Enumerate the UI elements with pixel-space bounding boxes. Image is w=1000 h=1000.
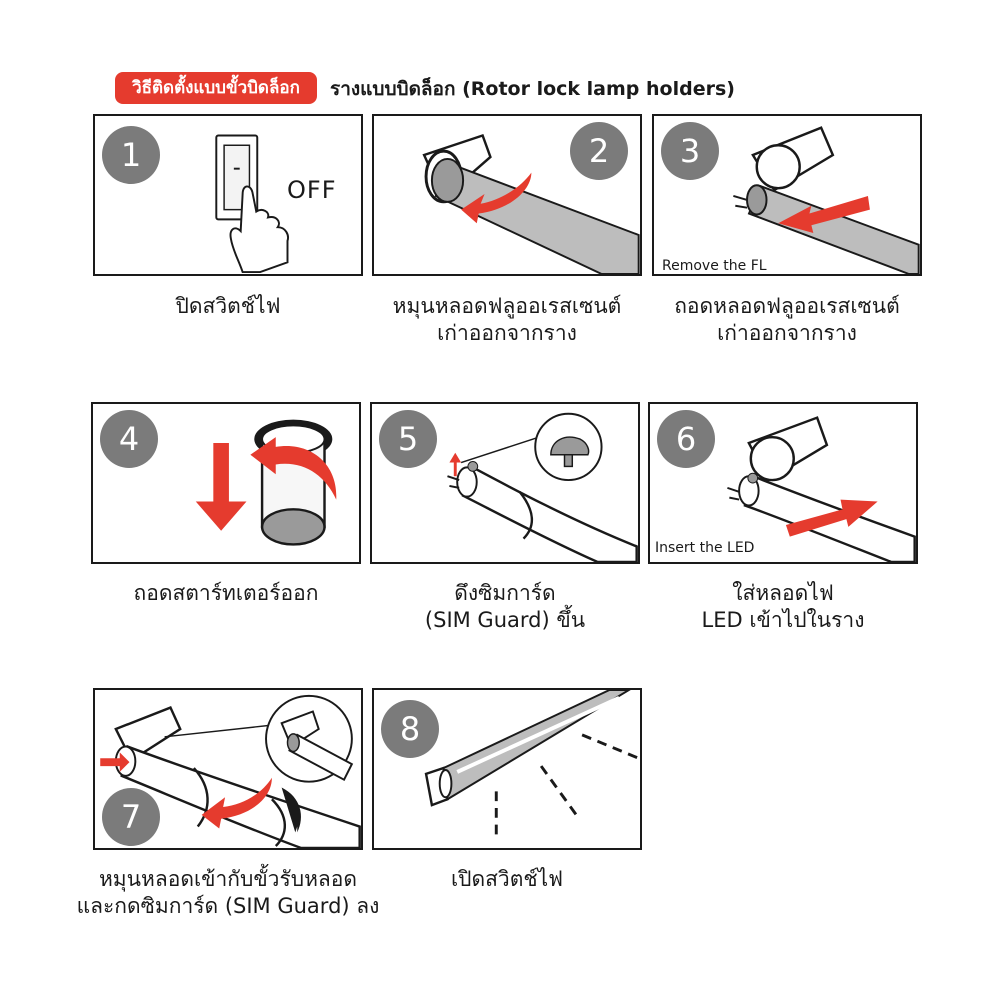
switch-off-illustration [215,134,289,274]
page-title: รางแบบบิดล็อก (Rotor lock lamp holders) [330,78,735,100]
step-number-badge: 1 [102,126,160,184]
step-2-panel: 2 [372,114,642,276]
step-1-caption: ปิดสวิตช์ไฟ [93,293,363,320]
step-8-caption: เปิดสวิตช์ไฟ [372,866,642,893]
caption-line: ใส่หลอดไฟ [732,581,834,605]
step-number-badge: 8 [381,700,439,758]
step-4-panel: 4 [91,402,361,564]
step-number-badge: 3 [661,122,719,180]
insert-led-illustration [727,416,916,562]
step-4-caption: ถอดสตาร์ทเตอร์ออก [86,580,366,607]
step-6-caption: ใส่หลอดไฟ LED เข้าไปในราง [648,580,918,634]
section-badge: วิธีติดตั้งแบบขั้วบิดล็อก [115,72,317,104]
step-2-caption: หมุนหลอดฟลูออเรสเซนต์ เก่าออกจากราง [362,293,652,347]
step-number-badge: 4 [100,410,158,468]
off-label: OFF [287,176,337,204]
step-6-panel: 6 Insert the LED [648,402,918,564]
step-1-panel: 1 OFF [93,114,363,276]
step-5-caption: ดึงซิมการ์ด (SIM Guard) ขึ้น [370,580,640,634]
step-7-panel: 7 [93,688,363,850]
caption-line: ปิดสวิตช์ไฟ [175,294,281,318]
remove-fl-label: Remove the FL [662,258,767,274]
remove-old-tube-illustration [733,126,920,274]
step-number-badge: 2 [570,122,628,180]
step-number-badge: 5 [379,410,437,468]
caption-line: ดึงซิมการ์ด [454,581,556,605]
caption-line: หมุนหลอดฟลูออเรสเซนต์ [392,294,622,318]
step-7-caption: หมุนหลอดเข้ากับขั้วรับหลอด และกดซิมการ์ด… [63,866,393,920]
step-8-panel: 8 [372,688,642,850]
caption-line: LED เข้าไปในราง [701,608,865,632]
insert-led-label: Insert the LED [655,540,755,556]
caption-line: เปิดสวิตช์ไฟ [450,867,564,891]
caption-line: เก่าออกจากราง [717,321,857,345]
caption-line: หมุนหลอดเข้ากับขั้วรับหลอด [98,867,358,891]
lift-sim-guard-illustration [447,412,638,562]
caption-line: เก่าออกจากราง [437,321,577,345]
step-3-panel: 3 Remove the FL [652,114,922,276]
rotate-and-lock-illustration [100,694,361,848]
caption-line: ถอดหลอดฟลูออเรสเซนต์ [674,294,900,318]
step-3-caption: ถอดหลอดฟลูออเรสเซนต์ เก่าออกจากราง [642,293,932,347]
step-number-badge: 7 [102,788,160,846]
step-number-badge: 6 [657,410,715,468]
caption-line: ถอดสตาร์ทเตอร์ออก [133,581,319,605]
switch-on-illustration [424,690,640,837]
step-5-panel: 5 [370,402,640,564]
remove-starter-illustration [195,419,337,546]
caption-line: และกดซิมการ์ด (SIM Guard) ลง [76,894,380,918]
caption-line: (SIM Guard) ขึ้น [424,608,586,632]
rotate-old-tube-illustration [422,133,640,274]
